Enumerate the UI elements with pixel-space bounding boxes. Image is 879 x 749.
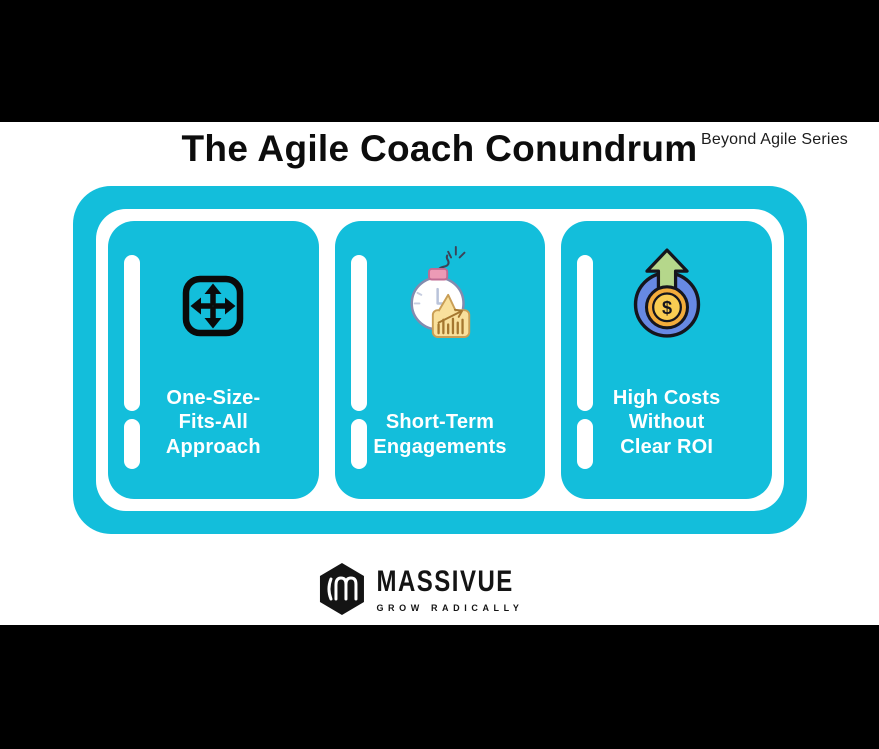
- brand-logo: MASSIVUE GROW RADICALLY: [317, 562, 523, 621]
- pill-decoration: [124, 419, 140, 469]
- bottom-black-bar: [0, 625, 879, 749]
- brand-tagline: GROW RADICALLY: [376, 602, 524, 613]
- expand-arrows-icon: [108, 221, 319, 339]
- brand-name: MASSIVUE: [376, 564, 514, 599]
- page-title: The Agile Coach Conundrum: [181, 128, 698, 169]
- pill-decoration: [124, 255, 140, 411]
- pill-decoration: [577, 255, 594, 411]
- dollar-symbol: $: [662, 298, 672, 318]
- top-black-bar: [0, 0, 879, 122]
- pill-decoration: [350, 419, 367, 469]
- brand-text: MASSIVUE GROW RADICALLY: [376, 566, 524, 613]
- pill-decoration: [350, 255, 367, 411]
- pill-decoration: [577, 419, 594, 469]
- series-label: Beyond Agile Series: [700, 131, 848, 148]
- massivue-hexagon-icon: [317, 562, 365, 621]
- rising-dollar-coin-icon: $: [561, 221, 772, 339]
- time-bomb-chart-icon: [335, 221, 546, 339]
